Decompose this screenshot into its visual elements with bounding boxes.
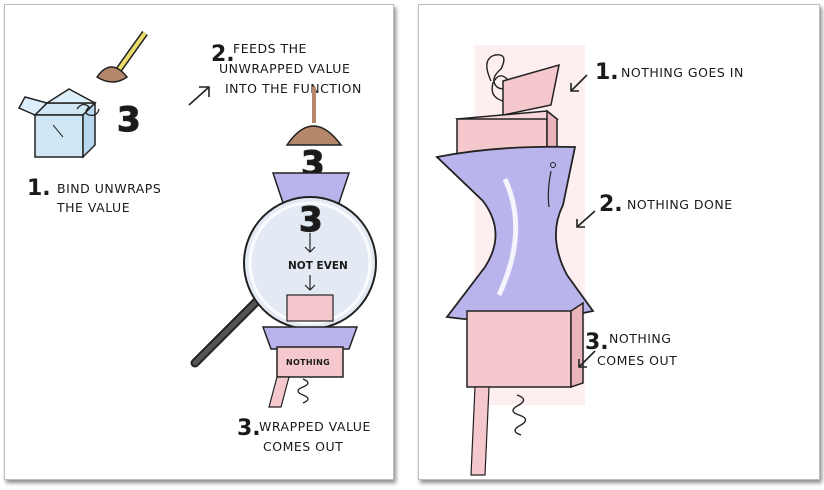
machine-ladle-bowl [287,126,341,145]
step2-line1: FEEDS THE [233,41,307,56]
step1-line2: THE VALUE [56,200,130,215]
spring-icon [298,379,308,403]
right-panel: 1. NOTHING GOES IN 2. NOTHING DONE 3. NO… [418,4,820,480]
value-digit-lens: 3 [299,200,323,240]
step1-number: 1. [27,176,51,201]
right-step3-line1: NOTHING [609,331,671,346]
step3-line2: COMES OUT [263,439,343,454]
right-step3-line2: COMES OUT [597,353,677,368]
right-step2-text: NOTHING DONE [627,197,733,212]
magnifier-handle [195,301,257,363]
inner-box [287,295,333,321]
output-box-label: NOTHING [286,358,330,367]
open-box-icon [19,89,95,157]
left-panel: 3 1. BIND UNWRAPS THE VALUE 2. FEEDS THE… [4,4,394,480]
funnel-bottom [263,327,357,349]
bind-just-illustration: 3 1. BIND UNWRAPS THE VALUE 2. FEEDS THE… [5,5,393,479]
right-step3-number: 3. [585,330,609,355]
step3-number: 3. [237,416,261,441]
step2-line2: UNWRAPPED VALUE [219,61,350,76]
lens-text: NOT EVEN [288,260,348,272]
step2-line3: INTO THE FUNCTION [225,81,362,96]
right-step1-text: NOTHING GOES IN [621,65,744,80]
right-step1-number: 1. [595,60,619,85]
output-box [467,303,583,387]
value-digit-small: 3 [117,100,141,140]
right-step2-number: 2. [599,192,623,217]
bind-nothing-illustration: 1. NOTHING GOES IN 2. NOTHING DONE 3. NO… [419,5,819,479]
step1-line1: BIND UNWRAPS [57,181,161,196]
step3-line1: WRAPPED VALUE [259,419,371,434]
output-ribbon [269,377,289,407]
arrow-icon [189,87,209,105]
ladle-icon [97,33,145,82]
output-ribbon [471,387,489,475]
